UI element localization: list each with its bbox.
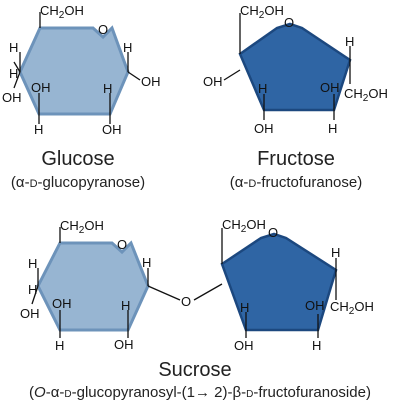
glucose-structure: O CH2OH H OH H OH OH H H OH H Glucose (α… (2, 3, 161, 191)
glucose-c5-h: H (9, 66, 18, 81)
glycosidic-bond-left (147, 285, 181, 301)
fructose-ch2oh-right: CH2OH (344, 86, 388, 104)
glycosidic-oxygen: O (181, 294, 191, 309)
glucose-c2-h: H (103, 81, 112, 96)
sucrose-glucose-ring (36, 240, 150, 332)
fructose-c3-oh: OH (254, 121, 274, 136)
glucose-name: Glucose (41, 148, 114, 170)
fructose-name: Fructose (257, 148, 335, 170)
glucose-ring-oxygen: O (98, 22, 108, 37)
sucrose-fru-c3-h: H (240, 300, 249, 315)
fructose-structure: O CH2OH OH H CH2OH H OH OH H Fructose (α… (203, 3, 388, 191)
sucrose-fru-c4-oh: OH (305, 298, 325, 313)
sucrose-glc-c4-oh-bond (31, 285, 39, 305)
sucrose-fru-ch2oh-right: CH2OH (330, 299, 374, 317)
glucose-c4-down-bond (13, 71, 21, 89)
glucose-c2-oh: OH (102, 122, 122, 137)
fructose-c5-h: H (345, 34, 354, 49)
sucrose-fructose-ring (220, 232, 338, 332)
glucose-c3-h: H (34, 122, 43, 137)
glucose-c4-oh: OH (2, 90, 22, 105)
glucose-c3-oh: OH (31, 80, 51, 95)
fructose-c3-h: H (258, 81, 267, 96)
sucrose-fru-c4-h: H (312, 338, 321, 353)
glucose-c5-bond (13, 61, 21, 73)
sucrose-glc-c5-h: H (28, 282, 37, 297)
glucose-systematic-name: (α-D-glucopyranose) (11, 174, 145, 191)
sucrose-glc-c4-h: H (28, 256, 37, 271)
fructose-c2-oh-bond (223, 69, 241, 81)
sucrose-fru-ch2oh-top: CH2OH (222, 217, 266, 235)
sucrose-fru-c5-h: H (331, 245, 340, 260)
glucose-pyranose-ring (18, 25, 130, 116)
fructose-ring-oxygen: O (284, 15, 294, 30)
fructose-ch2oh-top: CH2OH (240, 3, 284, 21)
fructose-furanose-ring (238, 22, 352, 112)
sucrose-glc-c1-h: H (142, 255, 151, 270)
sucrose-systematic-name: (O-α-D-glucopyranosyl-(1→ 2)-β-D-fructof… (29, 384, 371, 401)
fructose-c4-oh: OH (320, 80, 340, 95)
sucrose-glucose-ring-oxygen: O (117, 237, 127, 252)
fructose-c2-oh: OH (203, 74, 223, 89)
sucrose-glc-ch2oh: CH2OH (60, 218, 104, 236)
glucose-c1-oh: OH (141, 74, 161, 89)
sucrose-glc-c3-oh: OH (52, 296, 72, 311)
sucrose-fructose-ring-oxygen: O (268, 225, 278, 240)
sucrose-name: Sucrose (158, 359, 231, 381)
glucose-c1-oh-bond (127, 71, 141, 81)
glucose-c4-h: H (9, 40, 18, 55)
fructose-c4-h: H (328, 121, 337, 136)
glucose-ch2oh-label: CH2OH (40, 3, 84, 21)
sucrose-structure: O CH2OH H H OH OH H H OH H O O CH2OH H (20, 217, 374, 401)
sucrose-fru-c3-oh: OH (234, 338, 254, 353)
sucrose-glc-c2-h: H (121, 298, 130, 313)
glycosidic-bond-right (193, 283, 223, 301)
sucrose-glc-c3-h: H (55, 338, 64, 353)
fructose-systematic-name: (α-D-fructofuranose) (230, 174, 363, 191)
sucrose-glc-c4-oh: OH (20, 306, 40, 321)
sucrose-glc-c2-oh: OH (114, 337, 134, 352)
glucose-c1-h: H (123, 40, 132, 55)
